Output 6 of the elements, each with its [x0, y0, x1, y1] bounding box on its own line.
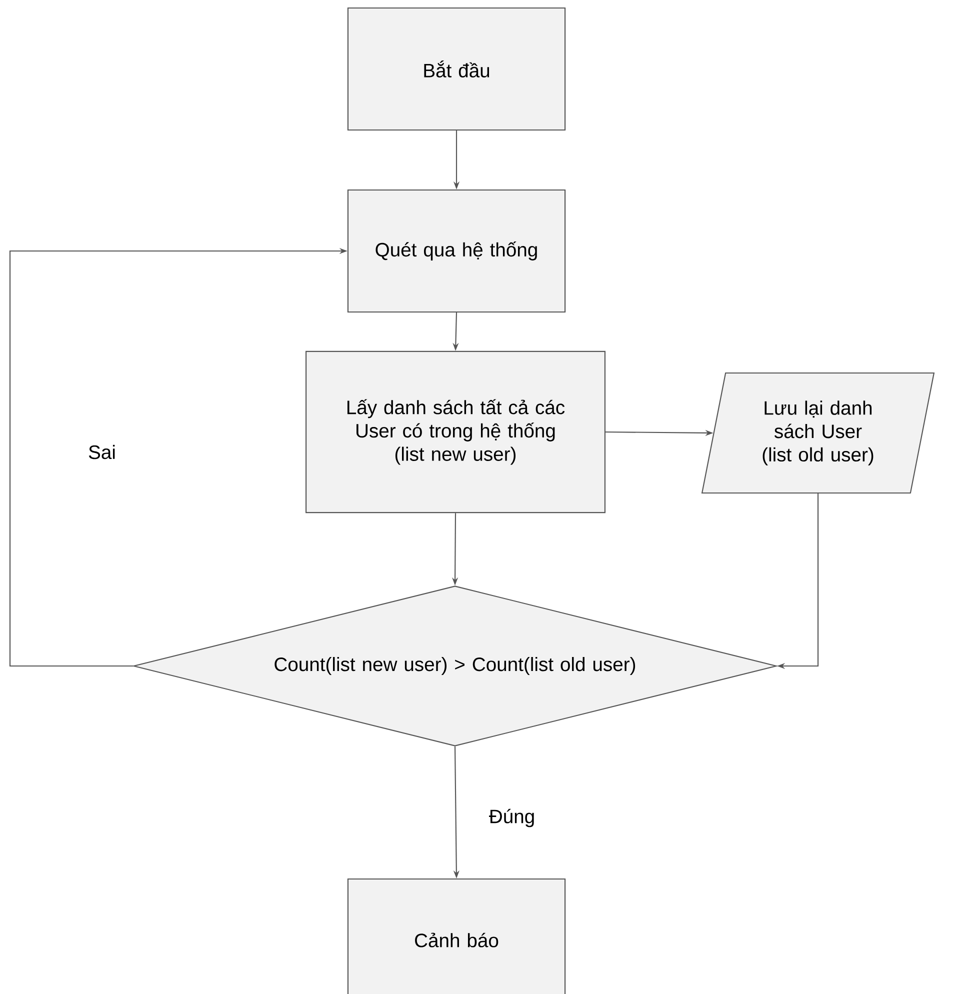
start-box: Bắt đầu	[347, 7, 566, 131]
edge-label: Đúng	[488, 808, 536, 828]
process-box: Quét qua hệ thống	[347, 189, 566, 313]
alert-box: Cảnh báo	[347, 878, 566, 994]
edge-label: Sai	[86, 444, 118, 460]
process-box: Lấy danh sách tất cả các User có trong hệ thống (list new user)	[306, 350, 606, 514]
